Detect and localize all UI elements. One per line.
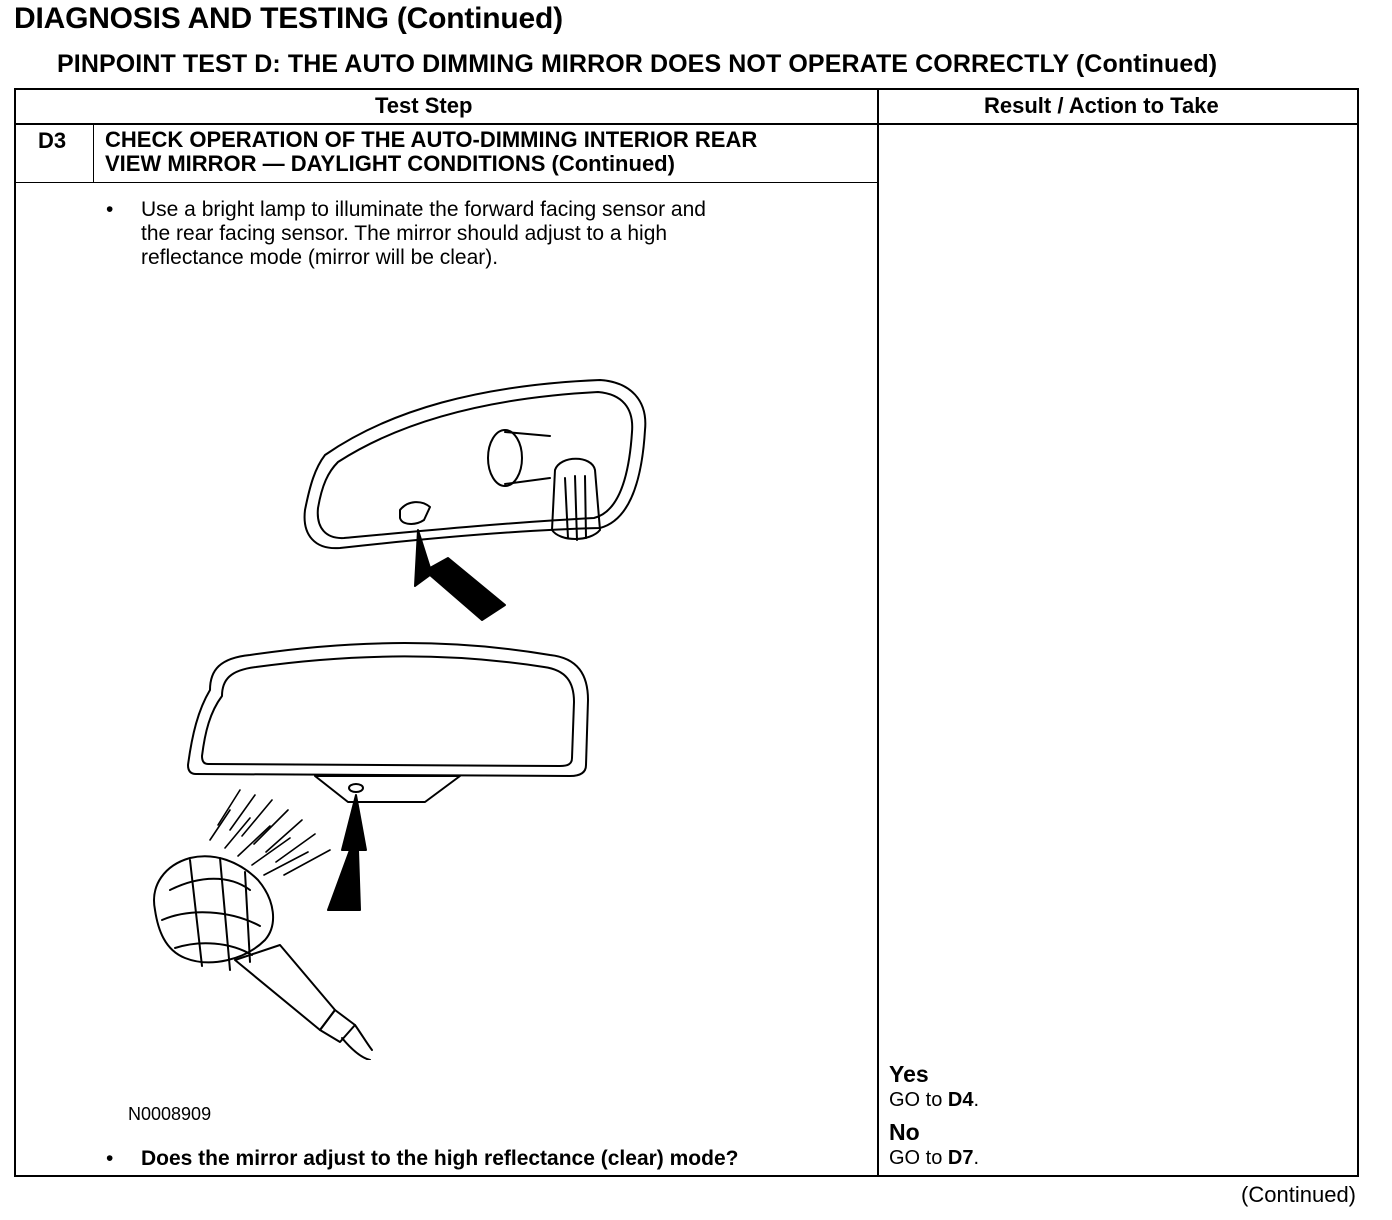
instruction-line-3: reflectance mode (mirror will be clear).: [141, 246, 499, 269]
result-no-target[interactable]: D7: [947, 1147, 974, 1169]
header-row-divider: [14, 123, 1359, 125]
instruction-line-1: Use a bright lamp to illuminate the forw…: [141, 198, 706, 221]
pinpoint-test-title: PINPOINT TEST D: THE AUTO DIMMING MIRROR…: [57, 50, 1218, 78]
instruction-text: Use a bright lamp to illuminate the forw…: [141, 198, 706, 270]
table-left-border: [14, 88, 16, 1177]
result-no-action: GO to D7.: [889, 1147, 979, 1170]
step-id: D3: [38, 128, 67, 153]
mirror-rear-view-drawing: [303, 379, 647, 550]
result-no-prefix: GO to: [889, 1147, 948, 1169]
figure-id: N0008909: [128, 1104, 212, 1124]
mirror-front-view-drawing: [187, 642, 589, 803]
result-no-label: No: [889, 1119, 920, 1145]
light-rays: [209, 789, 331, 876]
table-top-border: [14, 88, 1359, 90]
column-header-result: Result / Action to Take: [984, 93, 1219, 118]
result-yes-label: Yes: [889, 1061, 929, 1087]
arrow-icon-forward-sensor: [414, 529, 506, 621]
result-yes-target[interactable]: D4: [947, 1089, 974, 1111]
step-title: CHECK OPERATION OF THE AUTO-DIMMING INTE…: [105, 128, 757, 176]
arrow-icon-rear-sensor: [327, 794, 367, 911]
bullet-icon-question: •: [106, 1147, 114, 1170]
step-title-line-1: CHECK OPERATION OF THE AUTO-DIMMING INTE…: [105, 127, 758, 152]
mirror-lamp-illustration: [153, 379, 647, 1060]
instruction-line-2: the rear facing sensor. The mirror shoul…: [141, 222, 668, 245]
result-yes-period: .: [973, 1089, 980, 1111]
column-header-test-step: Test Step: [375, 93, 473, 118]
step-title-divider: [14, 182, 879, 183]
page-title: DIAGNOSIS AND TESTING (Continued): [14, 2, 563, 35]
step-id-divider: [93, 124, 94, 183]
step-title-line-2: VIEW MIRROR — DAYLIGHT CONDITIONS (Conti…: [105, 151, 675, 176]
continued-note: (Continued): [1241, 1182, 1356, 1207]
work-lamp-drawing: [153, 855, 373, 1060]
table-bottom-border: [14, 1175, 1359, 1177]
column-divider: [877, 88, 879, 1177]
result-no-period: .: [973, 1147, 980, 1169]
bullet-icon: •: [106, 198, 114, 221]
step-question: Does the mirror adjust to the high refle…: [141, 1147, 739, 1170]
result-yes-action: GO to D4.: [889, 1089, 979, 1112]
result-yes-prefix: GO to: [889, 1089, 948, 1111]
table-right-border: [1357, 88, 1359, 1177]
